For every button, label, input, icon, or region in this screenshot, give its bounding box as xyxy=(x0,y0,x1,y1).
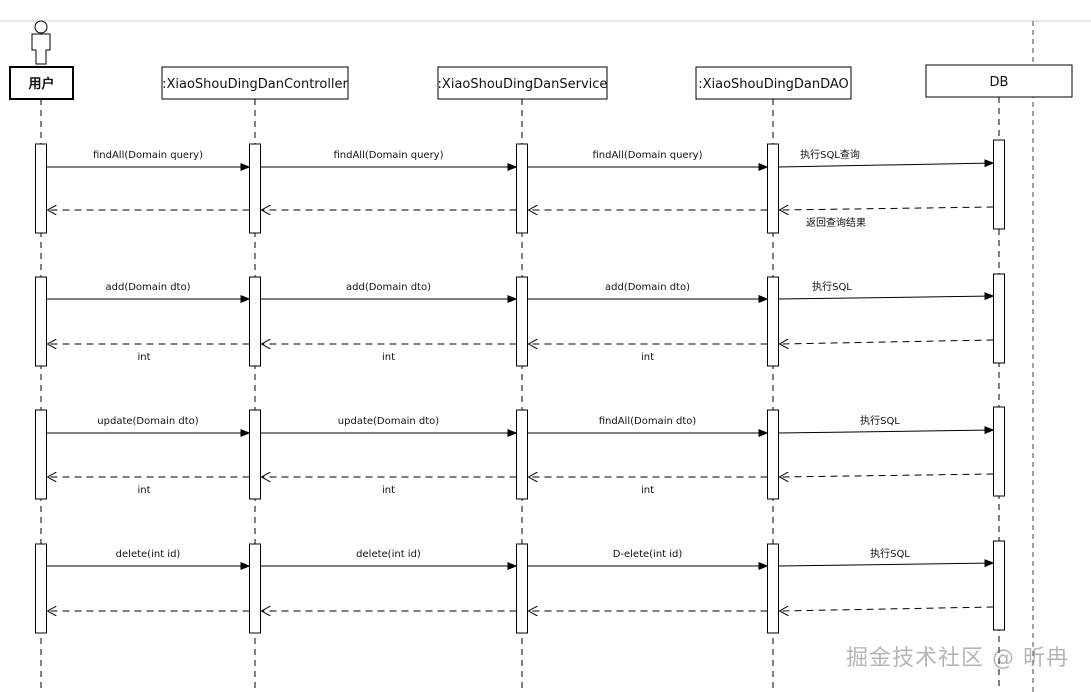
activation-controller xyxy=(249,543,261,634)
call-label: findAll(Domain query) xyxy=(333,150,443,161)
activation-dao xyxy=(767,543,779,634)
call-label: D-elete(int id) xyxy=(613,549,683,560)
participant-label: :XiaoShouDingDanService xyxy=(438,77,608,92)
call-label: add(Domain dto) xyxy=(106,282,191,293)
call-label: 执行SQL xyxy=(860,414,900,427)
activation-dao xyxy=(767,276,779,367)
call-label: 执行SQL查询 xyxy=(800,148,860,161)
call-label: delete(int id) xyxy=(116,549,181,560)
activation-user xyxy=(35,409,47,500)
activation-user xyxy=(35,143,47,234)
call-label: add(Domain dto) xyxy=(346,282,431,293)
call-arrow xyxy=(778,426,995,435)
call-label: update(Domain dto) xyxy=(97,416,199,427)
return-label: int xyxy=(137,485,150,496)
activation-user xyxy=(35,543,47,634)
call-arrow xyxy=(778,159,995,168)
participant-user: 用户 xyxy=(9,66,74,100)
return-arrow xyxy=(780,607,994,611)
participant-label: DB xyxy=(990,75,1009,90)
return-label: int xyxy=(382,485,395,496)
call-label: findAll(Domain dto) xyxy=(599,416,697,427)
call-arrow xyxy=(778,559,995,568)
call-label: 执行SQL xyxy=(870,547,910,560)
activation-dao xyxy=(767,409,779,500)
call-label: update(Domain dto) xyxy=(338,416,440,427)
watermark: 掘金技术社区 @ 昕冉 xyxy=(846,646,1069,671)
participant-label: :XiaoShouDingDanDAO xyxy=(698,77,849,92)
return-arrow xyxy=(780,340,994,344)
return-arrow xyxy=(780,474,994,477)
activation-service xyxy=(516,276,528,367)
call-label: 执行SQL xyxy=(812,280,852,293)
activation-controller xyxy=(249,409,261,500)
participant-label: :XiaoShouDingDanController xyxy=(162,77,348,92)
participant-service: :XiaoShouDingDanService xyxy=(437,66,608,100)
call-label: findAll(Domain query) xyxy=(93,150,203,161)
activation-dao xyxy=(767,143,779,234)
activation-db xyxy=(993,273,1005,364)
call-label: add(Domain dto) xyxy=(605,282,690,293)
activation-db xyxy=(993,406,1005,497)
participant-dao: :XiaoShouDingDanDAO xyxy=(695,66,852,100)
activation-service xyxy=(516,409,528,500)
return-label: 返回查询结果 xyxy=(806,216,866,229)
call-label: delete(int id) xyxy=(356,549,421,560)
return-arrow xyxy=(780,207,994,210)
activation-controller xyxy=(249,143,261,234)
activation-controller xyxy=(249,276,261,367)
return-label: int xyxy=(641,352,654,363)
activation-db xyxy=(993,139,1005,230)
activation-db xyxy=(993,540,1005,631)
activation-user xyxy=(35,276,47,367)
call-label: findAll(Domain query) xyxy=(592,150,702,161)
activation-service xyxy=(516,543,528,634)
return-label: int xyxy=(641,485,654,496)
return-label: int xyxy=(137,352,150,363)
participant-label: 用户 xyxy=(27,76,54,92)
participant-controller: :XiaoShouDingDanController xyxy=(161,66,349,100)
participant-db: DB xyxy=(925,64,1073,98)
call-arrow xyxy=(778,292,995,301)
activation-service xyxy=(516,143,528,234)
actor-user-icon xyxy=(31,20,51,65)
return-label: int xyxy=(382,352,395,363)
